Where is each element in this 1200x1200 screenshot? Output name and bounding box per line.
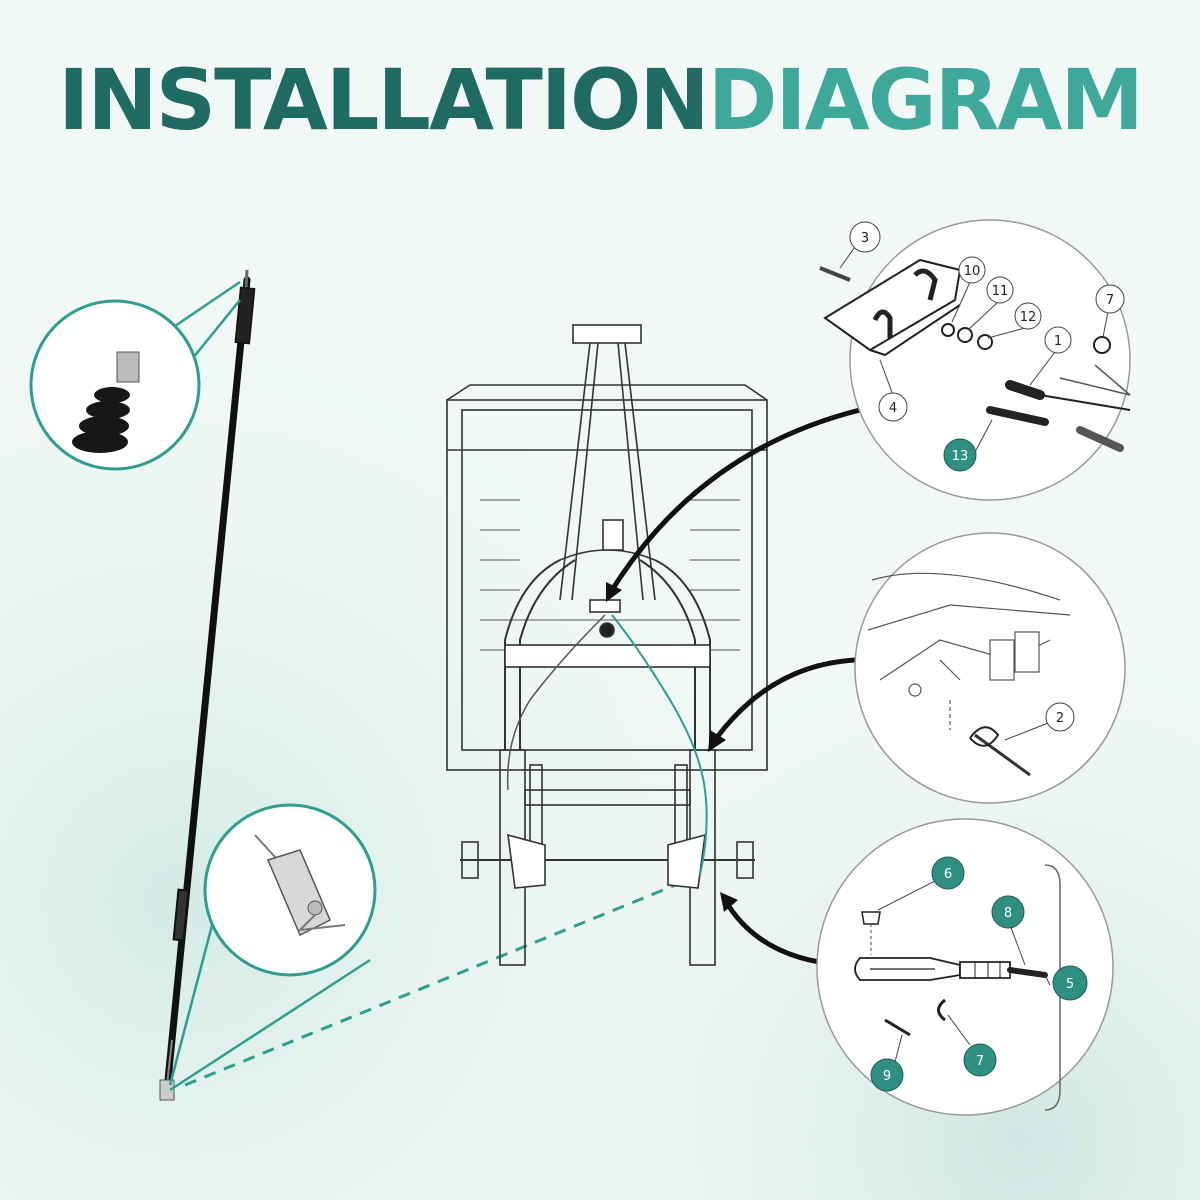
- callout-2: 2: [1045, 702, 1075, 732]
- cable-route-dashed-line: [184, 873, 701, 1087]
- svg-text:7: 7: [976, 1054, 984, 1069]
- svg-text:3: 3: [861, 231, 869, 246]
- callout-7-bottom: 7: [963, 1043, 997, 1077]
- svg-text:4: 4: [889, 401, 897, 416]
- svg-text:5: 5: [1066, 977, 1074, 992]
- callout-7-top: 7: [1095, 284, 1125, 314]
- title-part2: DIAGRAM: [707, 51, 1144, 149]
- callout-4: 4: [878, 392, 908, 422]
- callout-8: 8: [991, 895, 1025, 929]
- svg-text:9: 9: [883, 1069, 891, 1084]
- detail-top-bracket: 3 10 11 12 7 1 4 13: [819, 219, 1131, 501]
- callout-12: 12: [1014, 302, 1042, 330]
- callout-9: 9: [870, 1058, 904, 1092]
- svg-text:8: 8: [1004, 906, 1012, 921]
- callout-6: 6: [931, 856, 965, 890]
- cable-route-teal: [611, 614, 708, 876]
- page-title: INSTALLATIONDIAGRAM: [0, 58, 1200, 142]
- clevis-pin-closeup: [168, 803, 377, 1092]
- pointer-arrows: [609, 407, 863, 968]
- svg-text:6: 6: [944, 867, 952, 882]
- callout-10: 10: [958, 256, 986, 284]
- callout-3: 3: [849, 221, 881, 253]
- cart-frame-drawing: [446, 324, 768, 966]
- svg-text:13: 13: [952, 449, 969, 464]
- callout-5: 5: [1052, 965, 1088, 1001]
- callout-1: 1: [1044, 326, 1072, 354]
- title-part1: INSTALLATION: [58, 51, 710, 149]
- svg-text:10: 10: [964, 264, 981, 279]
- svg-text:11: 11: [992, 284, 1009, 299]
- detail-middle-clip: 2: [854, 532, 1126, 804]
- callout-11: 11: [986, 276, 1014, 304]
- detail-bottom-clevis: 6 8 5 7 9: [816, 818, 1114, 1116]
- svg-text:2: 2: [1056, 711, 1064, 726]
- cable-boot-closeup: [29, 280, 241, 471]
- callout-13: 13: [943, 438, 977, 472]
- svg-text:12: 12: [1020, 310, 1037, 325]
- svg-text:1: 1: [1054, 334, 1062, 349]
- svg-text:7: 7: [1106, 293, 1114, 308]
